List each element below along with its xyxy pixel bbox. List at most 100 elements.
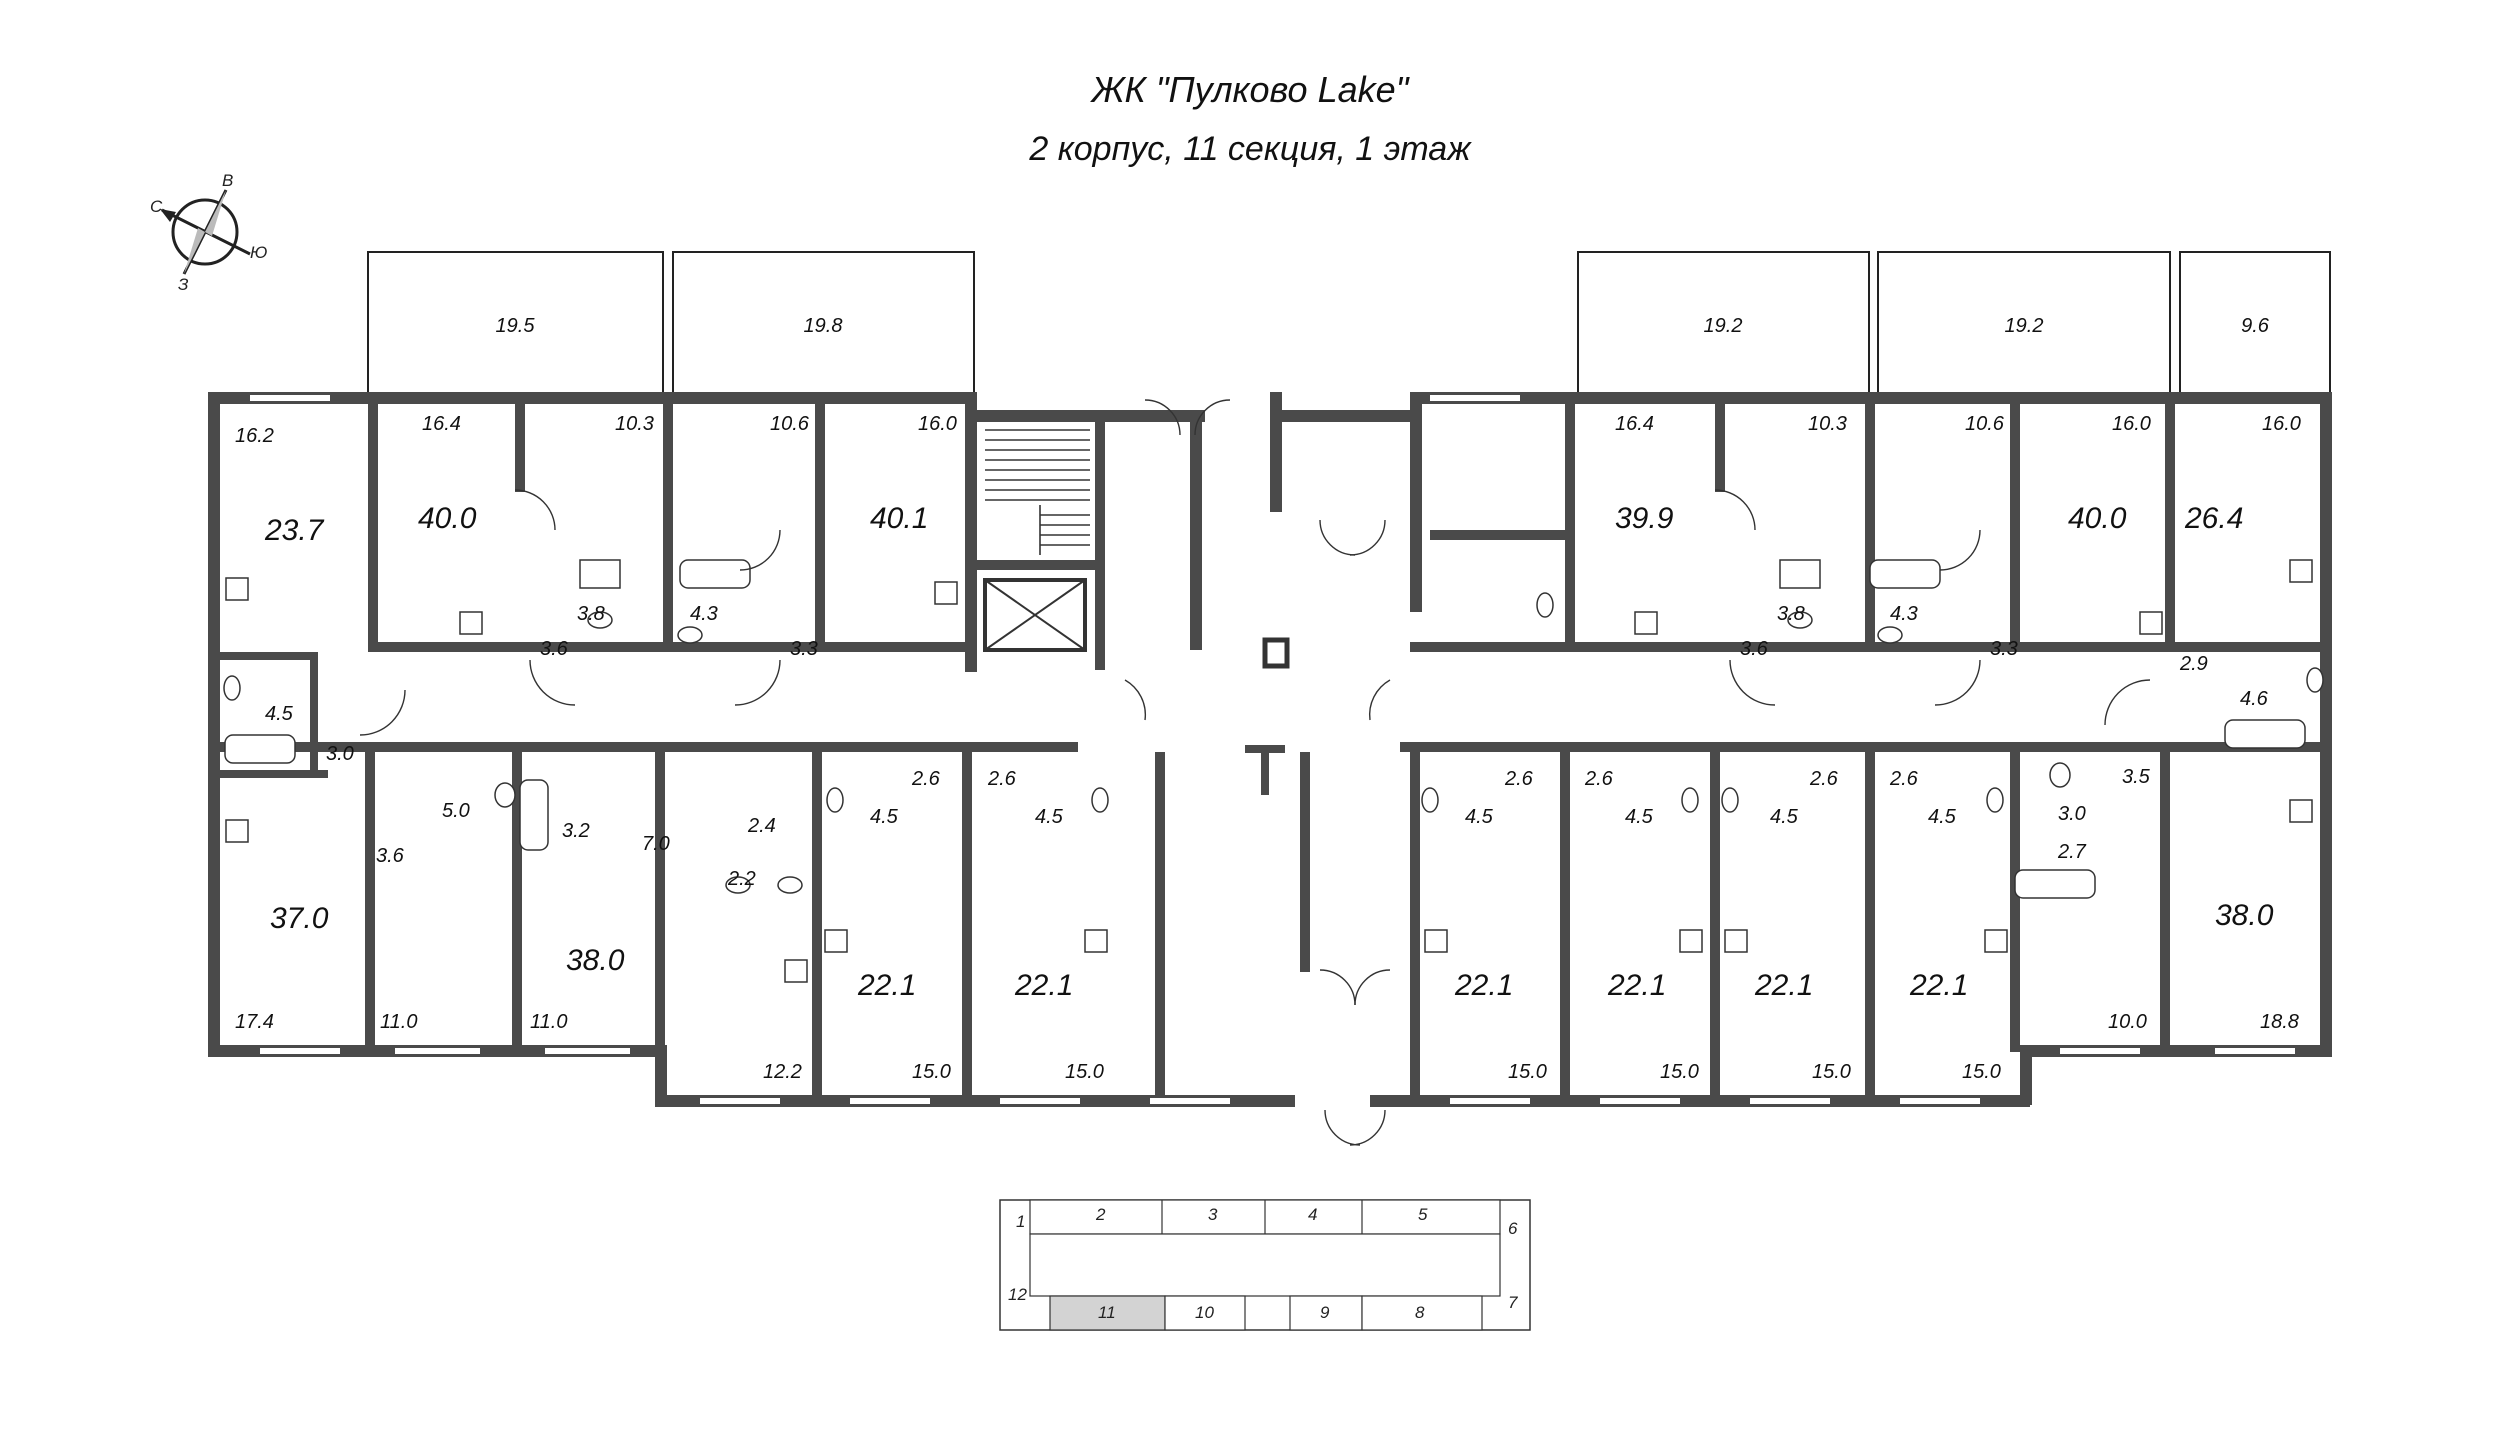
room-area: 2.6 bbox=[911, 768, 941, 790]
room-area: 3.6 bbox=[376, 845, 405, 867]
room-area: 4.5 bbox=[265, 703, 294, 725]
room-area: 3.8 bbox=[1777, 603, 1805, 625]
room-area: 26.4 bbox=[2184, 502, 2243, 535]
room-area: 16.2 bbox=[235, 425, 274, 447]
room-area: 15.0 bbox=[1962, 1061, 2001, 1083]
key-label: 12 bbox=[1008, 1285, 1027, 1304]
room-area: 40.1 bbox=[870, 502, 928, 535]
room-area: 15.0 bbox=[1065, 1061, 1104, 1083]
room-labels: 16.2 23.7 16.4 40.0 10.3 10.6 40.1 16.0 … bbox=[235, 413, 2301, 1083]
room-area: 3.2 bbox=[562, 820, 590, 842]
compass-icon: С В Ю З bbox=[150, 171, 267, 294]
room-area: 15.0 bbox=[1812, 1061, 1851, 1083]
room-area: 2.6 bbox=[1809, 768, 1839, 790]
room-area: 22.1 bbox=[1014, 969, 1073, 1002]
room-area: 2.4 bbox=[747, 815, 776, 837]
room-area: 3.0 bbox=[2058, 803, 2086, 825]
room-area: 2.9 bbox=[2179, 653, 2208, 675]
room-area: 16.0 bbox=[2112, 413, 2151, 435]
room-area: 2.6 bbox=[987, 768, 1017, 790]
key-label: 8 bbox=[1415, 1303, 1425, 1322]
terrace-area: 19.2 bbox=[1704, 315, 1743, 337]
room-area: 22.1 bbox=[1607, 969, 1666, 1002]
key-label: 6 bbox=[1508, 1219, 1518, 1238]
room-area: 12.2 bbox=[763, 1061, 802, 1083]
room-area: 10.6 bbox=[1965, 413, 2005, 435]
key-label: 11 bbox=[1098, 1303, 1116, 1322]
doors bbox=[359, 399, 2151, 1146]
key-label: 9 bbox=[1320, 1303, 1330, 1322]
room-area: 10.6 bbox=[770, 413, 810, 435]
room-area: 39.9 bbox=[1615, 502, 1674, 535]
room-area: 11.0 bbox=[380, 1011, 417, 1033]
room-area: 3.6 bbox=[540, 638, 569, 660]
terrace-area: 9.6 bbox=[2241, 315, 2270, 337]
room-area: 2.6 bbox=[1889, 768, 1919, 790]
room-area: 10.0 bbox=[2108, 1011, 2147, 1033]
room-area: 4.3 bbox=[690, 603, 718, 625]
room-area: 10.3 bbox=[615, 413, 654, 435]
key-label: 4 bbox=[1308, 1205, 1317, 1224]
walls bbox=[208, 392, 2332, 1107]
key-label: 3 bbox=[1208, 1205, 1218, 1224]
room-area: 4.5 bbox=[1770, 806, 1799, 828]
room-area: 4.6 bbox=[2240, 688, 2269, 710]
room-area: 4.5 bbox=[1035, 806, 1064, 828]
key-label: 5 bbox=[1418, 1205, 1428, 1224]
terrace-area: 19.2 bbox=[2005, 315, 2044, 337]
room-area: 22.1 bbox=[1454, 969, 1513, 1002]
terrace-area: 19.8 bbox=[804, 315, 843, 337]
page-subtitle: 2 корпус, 11 секция, 1 этаж bbox=[1028, 130, 1472, 168]
key-label: 2 bbox=[1095, 1205, 1106, 1224]
room-area: 40.0 bbox=[418, 502, 477, 535]
room-area: 5.0 bbox=[442, 800, 470, 822]
room-area: 38.0 bbox=[566, 944, 625, 977]
room-area: 16.0 bbox=[2262, 413, 2301, 435]
terrace-labels: 19.5 19.8 19.2 19.2 9.6 bbox=[496, 315, 2270, 337]
room-area: 3.6 bbox=[1740, 638, 1769, 660]
room-area: 15.0 bbox=[912, 1061, 951, 1083]
room-area: 11.0 bbox=[530, 1011, 567, 1033]
room-area: 4.5 bbox=[1928, 806, 1957, 828]
room-area: 3.0 bbox=[326, 743, 354, 765]
room-area: 3.3 bbox=[790, 638, 818, 660]
key-section-11 bbox=[1049, 1295, 1166, 1331]
room-area: 10.3 bbox=[1808, 413, 1847, 435]
page-title: ЖК "Пулково Lake" bbox=[1090, 69, 1411, 110]
room-area: 2.2 bbox=[727, 868, 756, 890]
room-area: 2.6 bbox=[1584, 768, 1614, 790]
room-area: 37.0 bbox=[270, 902, 329, 935]
room-area: 4.3 bbox=[1890, 603, 1918, 625]
room-area: 3.3 bbox=[1990, 638, 2018, 660]
room-area: 16.0 bbox=[918, 413, 957, 435]
room-area: 22.1 bbox=[857, 969, 916, 1002]
terraces bbox=[367, 251, 2331, 392]
room-area: 7.0 bbox=[642, 833, 670, 855]
room-area: 38.0 bbox=[2215, 899, 2274, 932]
key-plan: 1 2 3 4 5 6 7 8 9 10 11 12 bbox=[999, 1199, 1531, 1331]
room-area: 23.7 bbox=[264, 514, 325, 547]
compass-west: З bbox=[178, 275, 189, 294]
room-area: 2.7 bbox=[2057, 841, 2087, 863]
room-area: 4.5 bbox=[1465, 806, 1494, 828]
room-area: 17.4 bbox=[235, 1011, 274, 1033]
room-area: 3.8 bbox=[577, 603, 605, 625]
staircase bbox=[985, 429, 1090, 555]
room-area: 3.5 bbox=[2122, 766, 2151, 788]
fixtures bbox=[223, 559, 2324, 983]
room-area: 18.8 bbox=[2260, 1011, 2299, 1033]
room-area: 16.4 bbox=[1615, 413, 1654, 435]
key-label: 10 bbox=[1195, 1303, 1214, 1322]
room-area: 2.6 bbox=[1504, 768, 1534, 790]
room-area: 4.5 bbox=[1625, 806, 1654, 828]
compass-east: В bbox=[222, 171, 233, 190]
windows bbox=[250, 395, 2295, 1104]
room-area: 16.4 bbox=[422, 413, 461, 435]
compass-north: С bbox=[150, 197, 163, 216]
key-label: 7 bbox=[1508, 1293, 1518, 1312]
room-area: 15.0 bbox=[1508, 1061, 1547, 1083]
room-area: 22.1 bbox=[1909, 969, 1968, 1002]
room-area: 22.1 bbox=[1754, 969, 1813, 1002]
key-label: 1 bbox=[1016, 1212, 1025, 1231]
